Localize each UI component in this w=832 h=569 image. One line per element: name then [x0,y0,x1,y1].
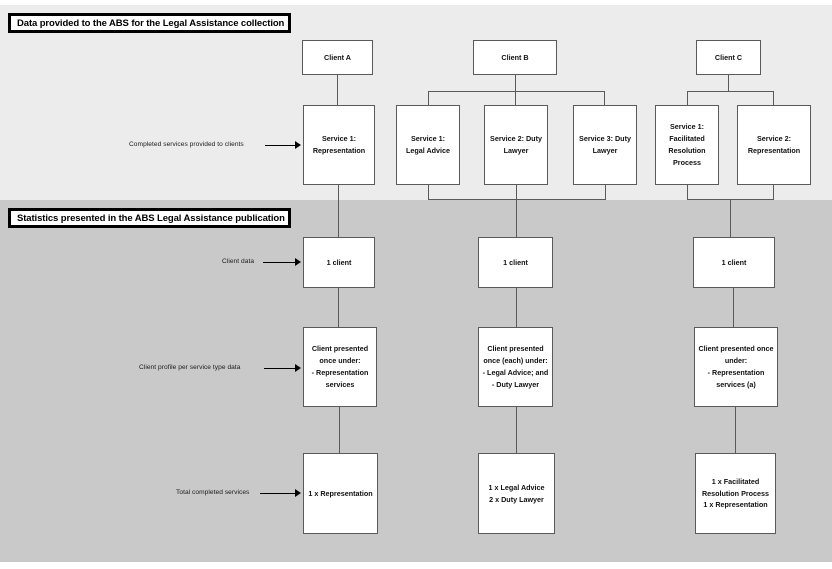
connector-client-b-branch-3 [604,91,605,105]
connector-client-b-merge-1 [428,185,429,199]
section-title-statistics-presented: Statistics presented in the ABS Legal As… [8,208,291,228]
node-client-c-totals: 1 x Facilitated Resolution Process 1 x R… [695,453,776,534]
connector-client-b-bus-top [428,91,604,92]
node-client-a-count: 1 client [303,237,375,288]
annotation-client-data-line [263,262,297,263]
node-client-a-service-1: Service 1: Representation [303,105,375,185]
node-client-b: Client B [473,40,557,75]
node-client-c-service-2-label: Service 2: Representation [747,134,801,155]
connector-client-a-service-to-count [338,185,339,237]
node-client-b-service-2: Service 2: Duty Lawyer [484,105,548,185]
node-client-c-label: Client C [714,52,743,62]
node-client-c-count: 1 client [693,237,775,288]
connector-client-a-count-to-profile [338,288,339,327]
connector-client-b-merge-2 [516,185,517,199]
connector-client-b-stem [515,75,516,91]
annotation-total-completed-line [260,493,297,494]
node-client-b-service-1: Service 1: Legal Advice [396,105,460,185]
node-client-c-profile-label: Client presented once under: - Represent… [698,344,774,389]
node-client-b-profile-label: Client presented once (each) under: - Le… [482,344,549,389]
node-client-a-profile-label: Client presented once under: - Represent… [311,344,369,389]
node-client-b-count-label: 1 client [503,257,528,267]
node-client-a: Client A [302,40,373,75]
connector-client-c-bus-top [687,91,774,92]
node-client-c-profile: Client presented once under: - Represent… [694,327,778,407]
connector-client-c-branch-2 [773,91,774,105]
node-client-b-service-3-label: Service 3: Duty Lawyer [579,134,631,155]
node-client-b-service-1-label: Service 1: Legal Advice [405,134,451,155]
node-client-a-service-1-label: Service 1: Representation [312,134,366,155]
connector-client-b-branch-1 [428,91,429,105]
section-title-data-provided-label: Data provided to the ABS for the Legal A… [17,17,285,29]
node-client-b-totals-label: 1 x Legal Advice 2 x Duty Lawyer [488,482,545,504]
node-client-b-profile: Client presented once (each) under: - Le… [478,327,553,407]
section-title-data-provided: Data provided to the ABS for the Legal A… [8,13,291,33]
connector-client-c-to-count [730,199,731,237]
connector-client-c-merge-2 [773,185,774,199]
node-client-a-count-label: 1 client [326,257,352,267]
node-client-b-totals: 1 x Legal Advice 2 x Duty Lawyer [478,453,555,534]
node-client-c-service-2: Service 2: Representation [737,105,811,185]
node-client-a-profile: Client presented once under: - Represent… [303,327,377,407]
node-client-b-service-2-label: Service 2: Duty Lawyer [490,134,542,155]
connector-client-b-bus-bottom [428,199,606,200]
annotation-client-profile-line [264,368,297,369]
annotation-completed-services-arrowhead-icon [295,141,301,149]
node-client-b-label: Client B [501,52,529,62]
annotation-completed-services-label: Completed services provided to clients [129,141,244,148]
connector-client-c-count-to-profile [733,288,734,327]
connector-client-c-profile-to-totals [735,407,736,453]
node-client-c: Client C [696,40,761,75]
connector-client-a-to-service [337,75,338,105]
node-client-c-service-1-label: Service 1: Facilitated Resolution Proces… [668,122,706,167]
connector-client-a-profile-to-totals [339,407,340,453]
annotation-completed-services-line [265,145,297,146]
node-client-c-count-label: 1 client [721,257,747,267]
annotation-client-profile-arrowhead-icon [295,364,301,372]
connector-client-c-stem [728,75,729,91]
node-client-a-totals: 1 x Representation [303,453,378,534]
connector-client-b-merge-3 [605,185,606,199]
node-client-c-totals-label: 1 x Facilitated Resolution Process 1 x R… [701,476,770,510]
connector-client-b-count-to-profile [516,288,517,327]
section-title-statistics-presented-label: Statistics presented in the ABS Legal As… [17,212,285,224]
node-client-a-label: Client A [324,52,351,62]
connector-client-c-merge-1 [687,185,688,199]
node-client-c-service-1: Service 1: Facilitated Resolution Proces… [655,105,719,185]
node-client-a-totals-label: 1 x Representation [308,488,373,498]
connector-client-c-branch-1 [687,91,688,105]
node-client-b-service-3: Service 3: Duty Lawyer [573,105,637,185]
annotation-total-completed-label: Total completed services [176,489,250,496]
connector-client-b-to-count [516,199,517,237]
annotation-client-data-label: Client data [222,258,255,265]
annotation-client-profile-label: Client profile per service type data [139,364,241,371]
connector-client-b-profile-to-totals [516,407,517,453]
node-client-b-count: 1 client [478,237,553,288]
connector-client-b-branch-2 [515,91,516,105]
annotation-client-data-arrowhead-icon [295,258,301,266]
annotation-total-completed-arrowhead-icon [295,489,301,497]
